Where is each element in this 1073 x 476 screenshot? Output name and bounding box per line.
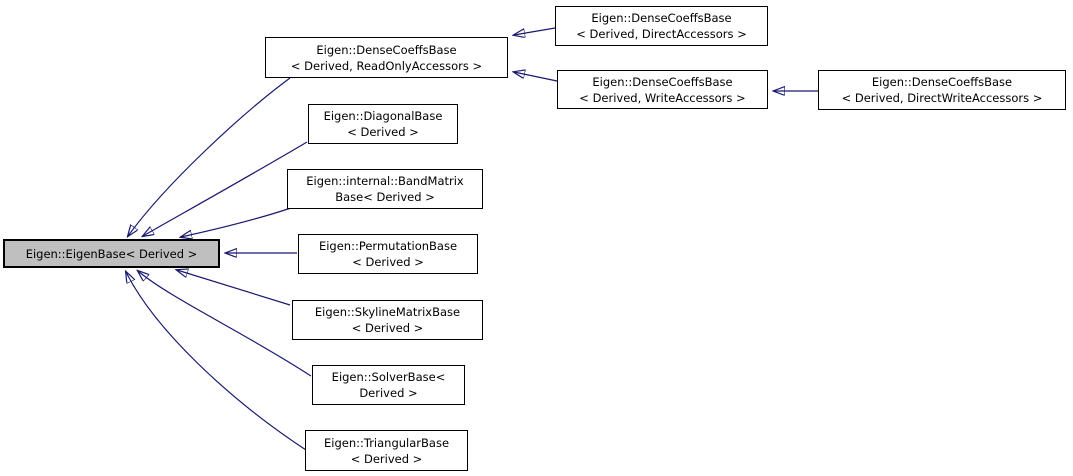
node-label-line2: < Derived > — [347, 125, 419, 139]
node-label-line2: < Derived, WriteAccessors > — [579, 90, 746, 105]
node-label-line1: Eigen::internal::BandMatrix — [306, 174, 464, 188]
node-permutationbase[interactable]: Eigen::PermutationBase < Derived > — [298, 234, 478, 274]
node-label-line2: Derived > — [359, 386, 418, 400]
edge-solver-to-eigenbase — [138, 271, 312, 377]
node-label-line2: < Derived > — [351, 321, 424, 335]
node-eigenbase: Eigen::EigenBase< Derived > — [3, 239, 220, 268]
edge-direct-to-readonly — [514, 27, 556, 35]
node-label: Eigen::EigenBase< Derived > — [25, 246, 198, 261]
node-label-line1: Eigen::DenseCoeffsBase — [591, 11, 732, 25]
node-label-line1: Eigen::PermutationBase — [318, 239, 458, 253]
node-solverbase[interactable]: Eigen::SolverBase< Derived > — [312, 365, 465, 405]
node-diagonalbase[interactable]: Eigen::DiagonalBase < Derived > — [308, 104, 458, 144]
node-densecoeffsbase-directaccessors[interactable]: Eigen::DenseCoeffsBase < Derived, Direct… — [555, 6, 768, 46]
node-label-line2: < Derived > — [350, 451, 423, 466]
node-label-line2: < Derived, DirectAccessors > — [576, 27, 747, 41]
node-densecoeffsbase-writeaccessors[interactable]: Eigen::DenseCoeffsBase < Derived, WriteA… — [557, 70, 768, 109]
edge-triangular-to-eigenbase — [126, 272, 307, 451]
node-label-line1: Eigen::DenseCoeffsBase — [592, 74, 733, 89]
node-label-line1: Eigen::TriangularBase — [323, 435, 450, 450]
node-label-line2: < Derived > — [352, 255, 424, 269]
node-label-line2: < Derived, DirectWriteAccessors > — [841, 91, 1043, 105]
node-densecoeffsbase-readonlyaccessors[interactable]: Eigen::DenseCoeffsBase < Derived, ReadOn… — [265, 37, 508, 78]
node-label-line1: Eigen::DiagonalBase — [323, 109, 443, 123]
node-label-line2: < Derived, ReadOnlyAccessors > — [290, 58, 483, 73]
node-label-line1: Eigen::DenseCoeffsBase — [316, 42, 457, 57]
node-triangularbase[interactable]: Eigen::TriangularBase < Derived > — [305, 430, 468, 471]
node-label-line1: Eigen::DenseCoeffsBase — [871, 75, 1013, 89]
node-bandmatrixbase[interactable]: Eigen::internal::BandMatrix Base< Derive… — [287, 169, 483, 209]
node-label-line2: Base< Derived > — [335, 190, 435, 204]
node-densecoeffsbase-directwriteaccessors[interactable]: Eigen::DenseCoeffsBase < Derived, Direct… — [818, 70, 1066, 110]
node-label-line1: Eigen::SkylineMatrixBase — [314, 305, 461, 319]
edge-readonly-to-eigenbase — [128, 77, 291, 236]
edge-write-to-readonly — [514, 72, 558, 82]
edge-diagonal-to-eigenbase — [143, 141, 308, 236]
edge-bandmatrix-to-eigenbase — [181, 207, 292, 237]
node-label-line1: Eigen::SolverBase< — [331, 370, 446, 384]
node-skylinematrixbase[interactable]: Eigen::SkylineMatrixBase < Derived > — [292, 300, 483, 340]
edge-skyline-to-eigenbase — [177, 270, 291, 306]
